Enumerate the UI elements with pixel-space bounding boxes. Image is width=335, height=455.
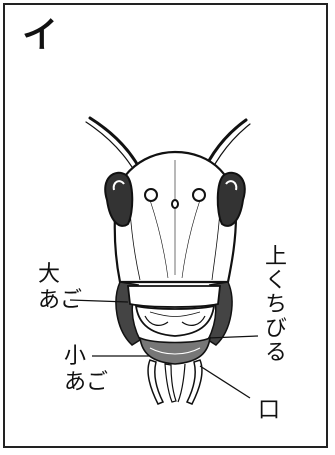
labrum-label: 上くちびる	[260, 244, 286, 364]
labrum	[136, 306, 214, 336]
maxilla-label-line1: 小	[64, 344, 86, 370]
mouth-label: 口	[258, 398, 280, 424]
mandible-label-line1: 大	[38, 262, 60, 288]
head	[114, 152, 236, 282]
maxilla-label-line2: あご	[64, 370, 108, 396]
mouthparts	[140, 338, 210, 404]
clypeus	[128, 286, 220, 307]
mandible-label-line2: あご	[38, 288, 82, 314]
